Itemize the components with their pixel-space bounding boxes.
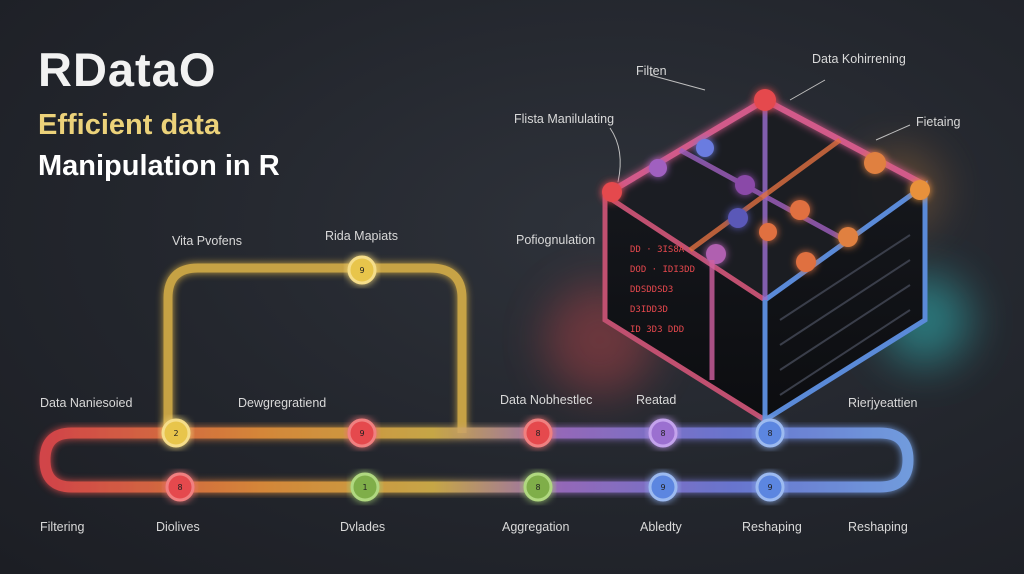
leader-flista bbox=[609, 127, 621, 183]
label-diolives: Diolives bbox=[156, 520, 200, 534]
cube-node bbox=[649, 159, 667, 177]
cube-grid-b bbox=[688, 137, 842, 253]
label-reatad: Reatad bbox=[636, 393, 677, 407]
cube-node bbox=[728, 208, 748, 228]
cube-node bbox=[838, 227, 858, 247]
svg-text:9: 9 bbox=[359, 429, 364, 438]
node-top: 9 bbox=[347, 255, 377, 285]
title-line-1: RDataO bbox=[38, 43, 217, 96]
label-reshaping-1: Reshaping bbox=[742, 520, 802, 534]
screen-line: DDSDDSD3 bbox=[630, 285, 673, 295]
label-vita-pvofens: Vita Pvofens bbox=[172, 234, 242, 248]
cube-node bbox=[696, 139, 714, 157]
cube-node bbox=[602, 182, 622, 202]
title-line-2: Efficient data bbox=[38, 109, 221, 141]
svg-text:8: 8 bbox=[177, 483, 182, 492]
svg-text:9: 9 bbox=[359, 266, 364, 275]
svg-text:8: 8 bbox=[767, 429, 772, 438]
upper-loop-tube bbox=[163, 263, 467, 433]
title-line-3: Manipulation in R bbox=[38, 150, 280, 182]
node-upper-5: 8 bbox=[755, 418, 785, 448]
label-data-nobhestlec: Data Nobhestlec bbox=[500, 393, 593, 407]
leader-filten bbox=[649, 74, 706, 91]
node-upper-1: 2 bbox=[161, 418, 191, 448]
label-dvlades: Dvlades bbox=[340, 520, 386, 534]
node-upper-4: 8 bbox=[648, 418, 678, 448]
node-lower-3: 8 bbox=[523, 472, 553, 502]
label-filten: Filten bbox=[636, 64, 667, 78]
cube-screen: DD · 3IS8A DOD · IDI3DD DDSDDSD3 D3IDD3D… bbox=[630, 245, 695, 335]
svg-text:2: 2 bbox=[173, 429, 178, 438]
label-aggregation: Aggregation bbox=[502, 520, 570, 534]
label-fietaing: Fietaing bbox=[916, 115, 961, 129]
node-lower-5: 9 bbox=[755, 472, 785, 502]
screen-line: DOD · IDI3DD bbox=[630, 265, 695, 275]
node-lower-1: 8 bbox=[165, 472, 195, 502]
svg-text:9: 9 bbox=[767, 483, 772, 492]
label-rida-mapiats: Rida Mapiats bbox=[325, 229, 398, 243]
svg-text:8: 8 bbox=[535, 483, 540, 492]
leader-data-kohirrening bbox=[789, 79, 826, 101]
label-flista-manilulating: Flista Manilulating bbox=[514, 112, 615, 126]
cube-node bbox=[735, 175, 755, 195]
node-upper-2: 9 bbox=[347, 418, 377, 448]
label-pofiognulation: Pofiognulation bbox=[516, 233, 596, 247]
screen-line: D3IDD3D bbox=[630, 305, 668, 315]
main-pipeline-tube bbox=[39, 427, 914, 493]
cube-node bbox=[790, 200, 810, 220]
label-reshaping-2: Reshaping bbox=[848, 520, 908, 534]
node-lower-4: 9 bbox=[648, 472, 678, 502]
svg-text:8: 8 bbox=[535, 429, 540, 438]
node-lower-2: 1 bbox=[350, 472, 380, 502]
cube-node bbox=[864, 152, 886, 174]
cube-node bbox=[796, 252, 816, 272]
label-filtering: Filtering bbox=[40, 520, 85, 534]
cube-node bbox=[759, 223, 777, 241]
label-data-kohirrening: Data Kohirrening bbox=[812, 52, 906, 66]
leader-fietaing bbox=[875, 124, 911, 141]
label-abledty: Abledty bbox=[640, 520, 682, 534]
label-data-naniesoied: Data Naniesoied bbox=[40, 396, 133, 410]
svg-text:9: 9 bbox=[660, 483, 665, 492]
node-upper-3: 8 bbox=[523, 418, 553, 448]
cube-node bbox=[754, 89, 776, 111]
screen-line: DD · 3IS8A bbox=[630, 245, 685, 255]
screen-line: ID 3D3 DDD bbox=[630, 325, 684, 335]
diagram-title: RDataO Efficient data Manipulation in R bbox=[38, 46, 280, 181]
cube-node bbox=[910, 180, 930, 200]
cube-node bbox=[706, 244, 726, 264]
svg-text:8: 8 bbox=[660, 429, 665, 438]
label-rierjyeattien: Rierjyeattien bbox=[848, 396, 918, 410]
data-cube: DD · 3IS8A DOD · IDI3DD DDSDDSD3 D3IDD3D… bbox=[602, 89, 930, 433]
label-dewgregratiend: Dewgregratiend bbox=[238, 396, 327, 410]
svg-text:1: 1 bbox=[362, 483, 367, 492]
